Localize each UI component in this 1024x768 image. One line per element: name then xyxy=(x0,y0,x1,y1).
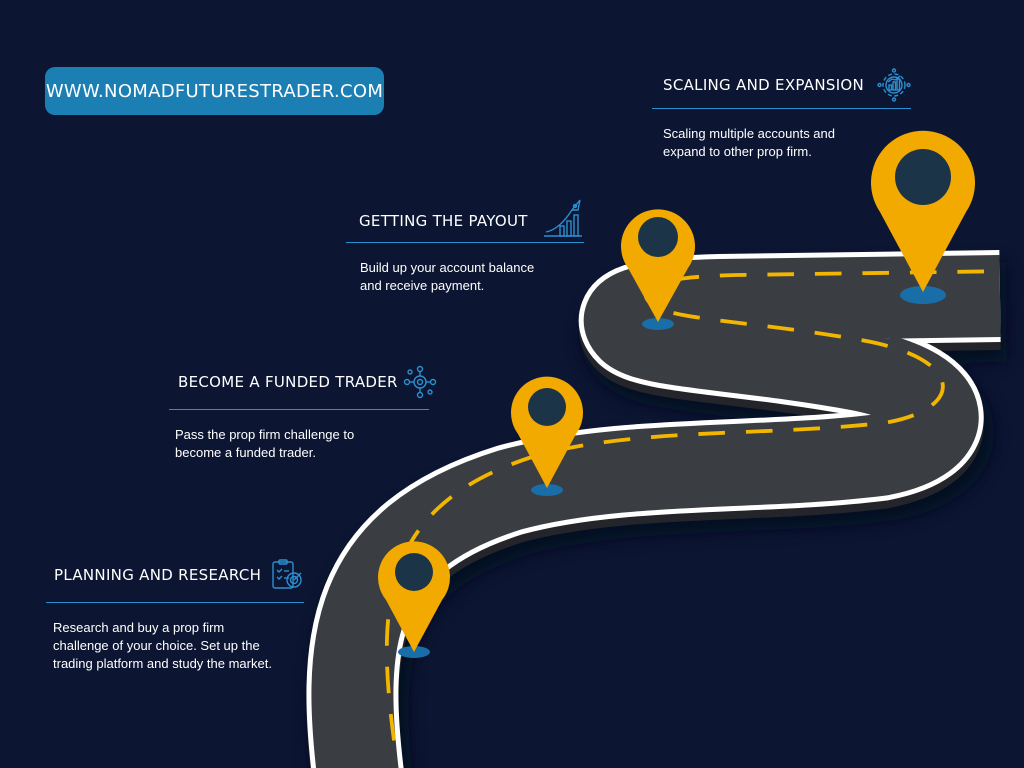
step-title: BECOME A FUNDED TRADER xyxy=(178,373,398,391)
step-divider xyxy=(169,409,429,410)
location-marker-1 xyxy=(378,541,450,658)
rocket-growth-icon xyxy=(542,196,584,238)
step-become-a-funded-trader: BECOME A FUNDED TRADER Pass the prop fir… xyxy=(169,365,439,462)
website-url: WWW.NOMADFUTURESTRADER.COM xyxy=(45,80,384,102)
location-marker-2 xyxy=(511,376,584,496)
location-marker-3 xyxy=(620,209,695,330)
checklist-target-icon xyxy=(270,558,304,592)
step-scaling-and-expansion: SCALING AND EXPANSION Scaling multiple a… xyxy=(652,68,911,161)
step-description: Pass the prop firm challenge to become a… xyxy=(175,427,355,460)
step-title: SCALING AND EXPANSION xyxy=(663,76,865,94)
step-description: Research and buy a prop firm challenge o… xyxy=(53,620,272,671)
step-planning-and-research: PLANNING AND RESEARCH Research and buy a… xyxy=(46,558,304,673)
location-marker-4 xyxy=(870,130,975,304)
step-divider xyxy=(346,242,584,243)
gear-chart-icon xyxy=(877,68,911,102)
step-divider xyxy=(46,602,304,603)
step-title: PLANNING AND RESEARCH xyxy=(54,566,262,584)
website-badge[interactable]: WWW.NOMADFUTURESTRADER.COM xyxy=(45,67,384,115)
step-title: GETTING THE PAYOUT xyxy=(359,212,528,230)
network-gear-icon xyxy=(403,365,437,399)
step-description: Scaling multiple accounts and expand to … xyxy=(663,126,835,159)
step-description: Build up your account balance and receiv… xyxy=(360,260,535,293)
step-divider xyxy=(652,108,911,109)
step-getting-the-payout: GETTING THE PAYOUT Build up your account… xyxy=(346,199,584,295)
